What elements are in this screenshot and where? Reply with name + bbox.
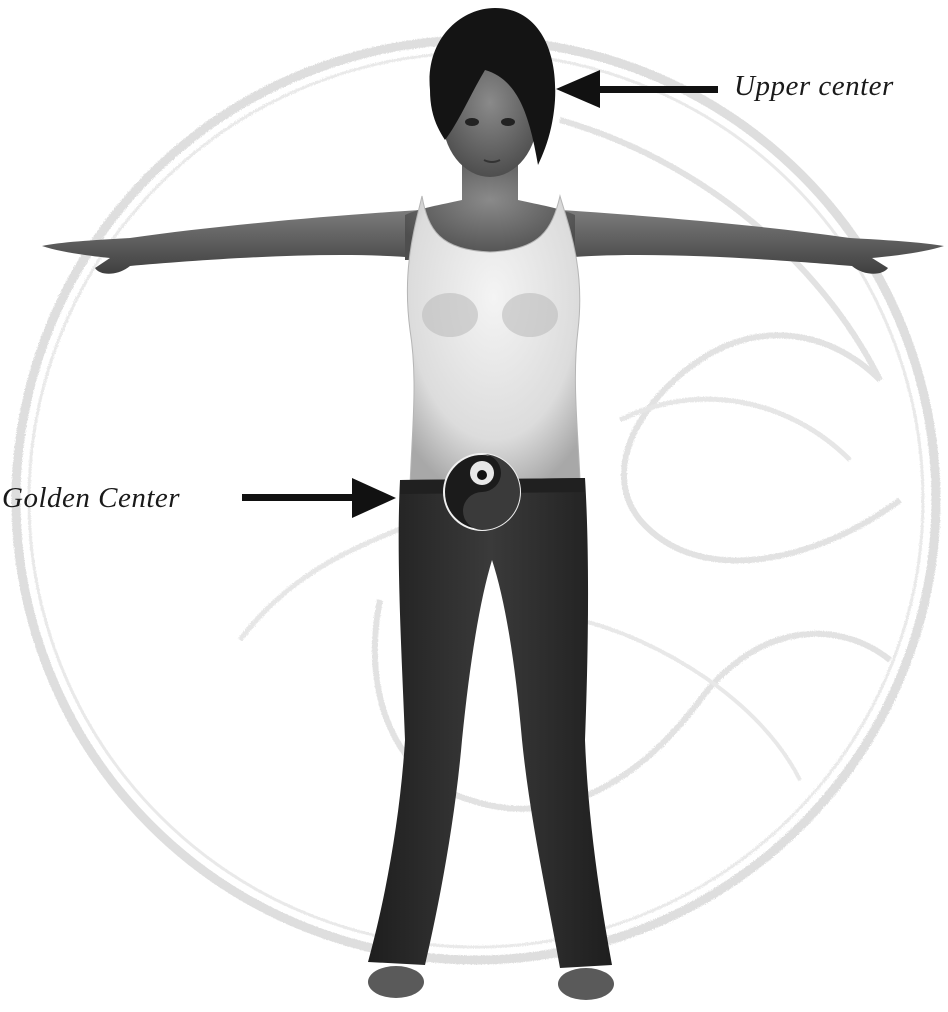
upper-center-arrow	[556, 70, 718, 108]
golden-center-arrow	[242, 478, 396, 518]
jeans	[368, 478, 612, 968]
upper-center-label: Upper center	[734, 70, 894, 103]
feet	[368, 966, 614, 1000]
head	[430, 8, 556, 177]
yin-yang-icon	[444, 454, 520, 530]
golden-center-label: Golden Center	[2, 482, 180, 515]
